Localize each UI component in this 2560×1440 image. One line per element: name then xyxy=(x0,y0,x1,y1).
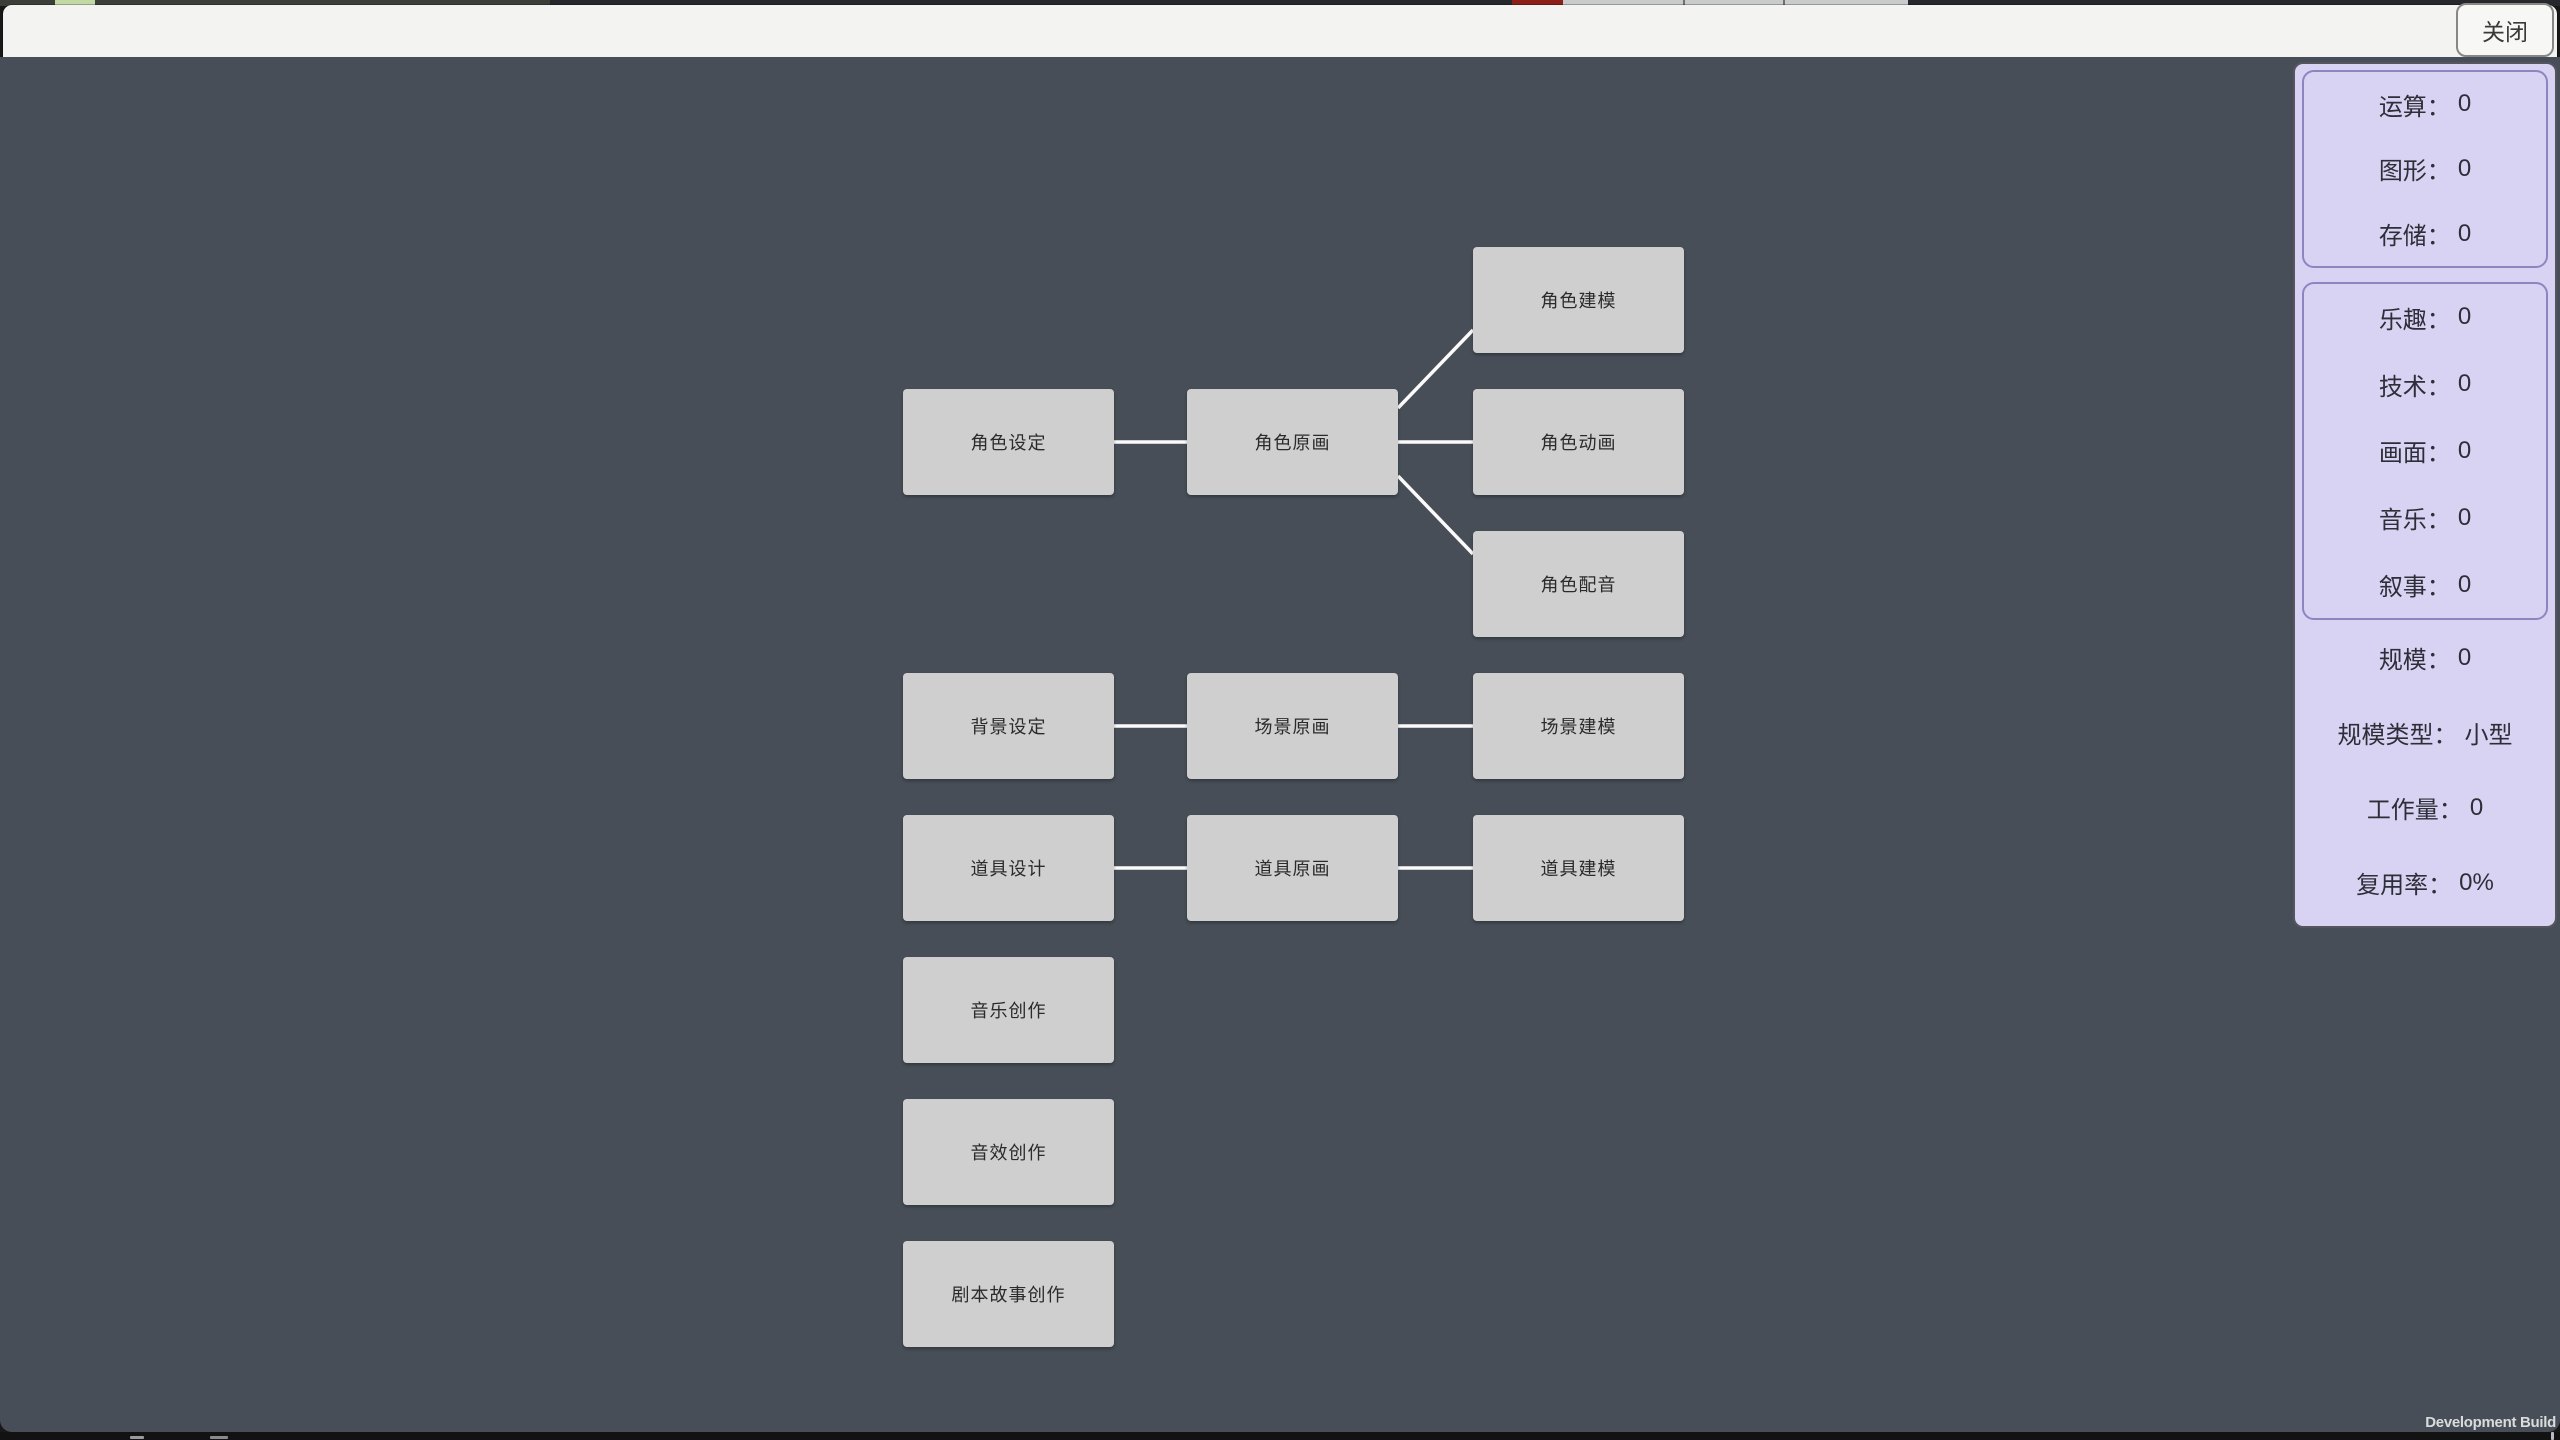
strip-segment xyxy=(550,0,1512,6)
stat-row-工作量: 工作量：0 xyxy=(2302,790,2548,825)
stat-value: 0 xyxy=(2457,370,2472,398)
strip-segment-red xyxy=(1512,0,1563,6)
stat-label: 复用率： xyxy=(2356,872,2453,899)
stat-row-音乐: 音乐：0 xyxy=(2304,500,2546,535)
stat-value: 0 xyxy=(2457,503,2472,531)
stat-row-画面: 画面：0 xyxy=(2304,433,2546,468)
stat-label: 画面： xyxy=(2378,440,2451,468)
stat-row-存储: 存储：0 xyxy=(2304,216,2546,251)
node-prop-concept[interactable]: 道具原画 xyxy=(1187,815,1398,921)
strip-segment xyxy=(0,0,550,6)
node-scene-model[interactable]: 场景建模 xyxy=(1473,673,1684,779)
stat-value: 0 xyxy=(2457,90,2472,118)
stat-label: 图形： xyxy=(2378,158,2451,186)
strip-separator xyxy=(1683,0,1685,6)
stat-value: 0 xyxy=(2457,154,2472,182)
strip-speck xyxy=(2551,1432,2554,1440)
strip-segment-light xyxy=(1563,0,1908,6)
node-char-model[interactable]: 角色建模 xyxy=(1473,247,1684,353)
strip-speck xyxy=(210,1436,228,1439)
node-sfx-create[interactable]: 音效创作 xyxy=(903,1099,1114,1205)
stat-row-叙事: 叙事：0 xyxy=(2304,567,2546,602)
stat-label: 规模： xyxy=(2378,647,2451,674)
stat-value: 0 xyxy=(2457,436,2472,464)
stat-value: 0 xyxy=(2469,793,2484,821)
stat-row-规模类型: 规模类型：小型 xyxy=(2302,715,2548,750)
window-title-bar xyxy=(3,5,2557,57)
strip-separator xyxy=(1783,0,1785,6)
stat-label: 工作量： xyxy=(2366,797,2463,824)
stat-label: 音乐： xyxy=(2378,507,2451,535)
close-button-label: 关闭 xyxy=(2482,19,2528,45)
desktop-bottom-strip xyxy=(0,1432,2560,1440)
node-prop-design[interactable]: 道具设计 xyxy=(903,815,1114,921)
strip-segment-green xyxy=(55,0,95,6)
stat-label: 技术： xyxy=(2378,373,2451,401)
desktop-top-strip xyxy=(0,0,2560,6)
stat-label: 运算： xyxy=(2378,93,2451,121)
node-char-anim[interactable]: 角色动画 xyxy=(1473,389,1684,495)
stat-label: 规模类型： xyxy=(2337,722,2458,749)
close-button[interactable]: 关闭 xyxy=(2456,3,2554,57)
strip-segment xyxy=(1908,0,2560,6)
stat-value: 0% xyxy=(2459,868,2494,896)
development-build-watermark: Development Build xyxy=(2425,1414,2556,1431)
stat-row-运算: 运算：0 xyxy=(2304,87,2546,122)
node-music-create[interactable]: 音乐创作 xyxy=(903,957,1114,1063)
stat-row-图形: 图形：0 xyxy=(2304,151,2546,186)
stat-value: 0 xyxy=(2457,219,2472,247)
stat-label: 叙事： xyxy=(2378,574,2451,602)
stat-value: 0 xyxy=(2457,570,2472,598)
stat-label: 乐趣： xyxy=(2378,306,2451,334)
stat-value: 0 xyxy=(2457,643,2472,671)
node-scene-concept[interactable]: 场景原画 xyxy=(1187,673,1398,779)
node-char-voice[interactable]: 角色配音 xyxy=(1473,531,1684,637)
stat-label: 存储： xyxy=(2378,223,2451,251)
strip-speck xyxy=(130,1436,144,1439)
node-bg-design[interactable]: 背景设定 xyxy=(903,673,1114,779)
stat-value: 小型 xyxy=(2464,722,2513,749)
stat-row-技术: 技术：0 xyxy=(2304,367,2546,402)
stat-row-乐趣: 乐趣：0 xyxy=(2304,300,2546,335)
node-prop-model[interactable]: 道具建模 xyxy=(1473,815,1684,921)
stat-row-复用率: 复用率：0% xyxy=(2302,865,2548,900)
stat-value: 0 xyxy=(2457,303,2472,331)
stat-row-规模: 规模：0 xyxy=(2302,640,2548,675)
node-char-concept[interactable]: 角色原画 xyxy=(1187,389,1398,495)
node-script-create[interactable]: 剧本故事创作 xyxy=(903,1241,1114,1347)
node-char-design[interactable]: 角色设定 xyxy=(903,389,1114,495)
